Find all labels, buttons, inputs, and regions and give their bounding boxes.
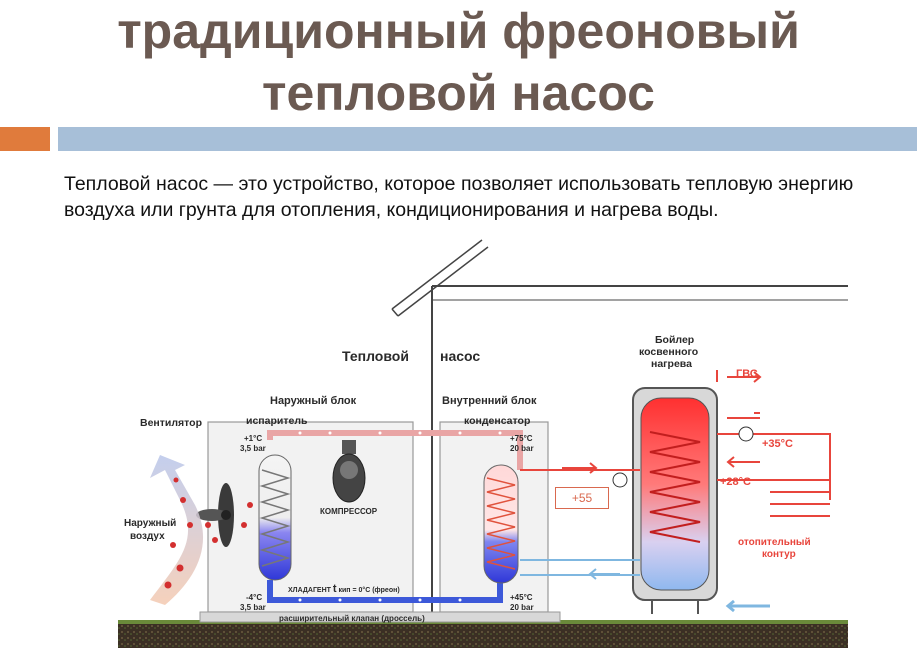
outdoor-air-label: Наружный [124, 518, 176, 529]
cond-bottom-temp: +45°C [510, 593, 533, 602]
house-outline [391, 239, 848, 620]
boiler-label-3: нагрева [651, 358, 692, 370]
air-flow [150, 455, 204, 605]
air-particles [164, 477, 253, 589]
pump-icons [612, 426, 754, 488]
boiler-label-2: косвенного [639, 346, 698, 358]
flow-arrows [562, 371, 770, 613]
boiler-label: Бойлер [655, 334, 694, 346]
compressor-label: КОМПРЕССОР [320, 507, 378, 516]
return-temp-label: +28°C [720, 476, 751, 488]
cond-top-temp: +75°C [510, 434, 533, 443]
heating-circuit-label: отопительный [738, 537, 811, 548]
accent-bar-orange [0, 127, 50, 151]
evap-bottom-temp: -4°C [246, 593, 262, 602]
pad [199, 611, 561, 623]
evap-top-pressure: 3,5 bar [240, 444, 266, 453]
outdoor-unit-label: Наружный блок [270, 395, 357, 407]
evaporator-label: испаритель [246, 415, 308, 427]
fan-label: Вентилятор [140, 417, 202, 429]
condenser-label: конденсатор [464, 415, 530, 427]
outdoor-air-label-2: воздух [130, 531, 165, 542]
supply-temp-label: +35°C [762, 438, 793, 450]
indoor-unit-label: Внутренний блок [442, 395, 537, 407]
outdoor-unit-box [207, 421, 414, 613]
flow-temp-box: +55 [555, 487, 609, 509]
boiler-coil [649, 431, 701, 543]
accent-bar-blue [58, 127, 917, 151]
compressor [332, 440, 366, 503]
refrigerant-dots [298, 431, 502, 602]
hot-gas-line [267, 430, 523, 470]
heating-circuit-label-2: контур [762, 549, 796, 560]
cond-bottom-pressure: 20 bar [510, 603, 534, 612]
pump-icon [738, 426, 754, 442]
condenser-coil [486, 477, 516, 570]
liquid-line [267, 580, 503, 603]
boiler-inner [640, 397, 710, 591]
ground [118, 622, 848, 648]
evap-top-temp: +1°C [244, 434, 262, 443]
evap-bottom-pressure: 3,5 bar [240, 603, 266, 612]
heat-pump-label-2: насос [440, 348, 480, 364]
evaporator-coil [259, 469, 291, 567]
cond-top-pressure: 20 bar [510, 444, 534, 453]
fan-icon [196, 483, 234, 547]
pump-icon [612, 472, 628, 488]
slide-title: традиционный фреоновый тепловой насос [117, 3, 800, 121]
intro-text: Тепловой насос — это устройство, которое… [64, 173, 854, 221]
heat-pump-label: Тепловой [342, 348, 409, 364]
expansion-valve-label: расширительный клапан (дроссель) [279, 614, 425, 623]
refrigerant-label: ХЛАДАГЕНТ t кип = 0°C (фреон) [288, 583, 400, 595]
hot-water-label: ГВС [736, 368, 758, 380]
